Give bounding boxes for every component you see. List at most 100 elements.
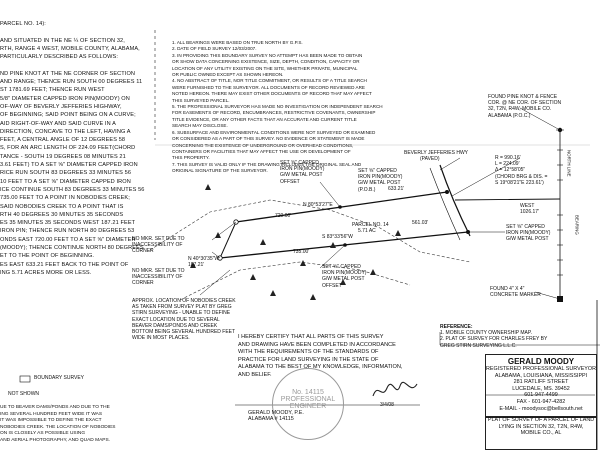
certification-line: AND BELIEF. (238, 371, 272, 378)
description-line: 5/8" DIAMETER CAPPED IRON PIN(MOODY) ON (0, 95, 130, 102)
label-line: 187.21' (188, 262, 205, 269)
note-line: 5. THE PROFESSIONAL SURVEYOR HAS MADE NO… (172, 104, 383, 110)
creek-tie-line (219, 221, 237, 259)
label-line: G/W METAL POST (358, 180, 401, 187)
west-line (454, 198, 561, 201)
description-line: ICE CONTINUE SOUTH 83 DEGREES 33 MINUTES… (0, 186, 145, 193)
legend-label: NOT SHOWN (8, 391, 40, 397)
note-line: THIS PROPERTY. (172, 155, 210, 161)
references-title: REFERENCE: (440, 324, 473, 330)
survey-notes: 1. ALL BEARINGS WERE BASED ON TRUE NORTH… (172, 40, 383, 175)
description-line: S, FOR AN ARC LENGTH OF 224.09 FEET(CHOR… (0, 145, 136, 152)
creek-note: APPROX. LOCATION OF NOBODIES CREEK AS TA… (132, 298, 236, 341)
certification-line: WITH THE REQUIREMENTS OF THE STANDARDS O… (238, 349, 379, 356)
section-line-label-2: BEARING (574, 215, 580, 235)
label-line: AS TAKEN FROM SURVEY PLAT BY GREG (132, 304, 232, 311)
title-block: GERALD MOODY REGISTERED PROFESSIONAL SUR… (485, 354, 597, 418)
label-line: BOTTOM BEING SEVERAL HUNDRED FEET (132, 329, 236, 336)
label-line: STIRN SURVEYING - UNABLE TO DEFINE (132, 310, 231, 317)
legend-label: BOUNDARY SURVEY (34, 375, 85, 381)
label-line: 561.03' (412, 220, 429, 226)
plat-line: LYING IN SECTION 32, T2N, R4W, (498, 423, 584, 430)
legend-note: UE TO BEAVER DAMS/PONDS AND DUE TO THE I… (0, 405, 116, 445)
description-line: FEET, A CENTRAL ANGLE OF 12 DEGREES 58 (0, 137, 126, 144)
label-line: OFFSET (280, 178, 300, 185)
label-line: 32, T2N, R4W, MOBILE CO. (488, 106, 552, 113)
surveyor-certification: I HEREBY CERTIFY THAT ALL PARTS OF THIS … (238, 334, 402, 380)
set-pin-right-label: SET ⅝" CAPPED IRON PIN(MOODY) G/W METAL … (506, 224, 550, 243)
engineer-seal: No. 14115 PROFESSIONAL ENGINEER (272, 368, 344, 440)
label-line: G/W METAL POST (322, 276, 365, 283)
label-line: G/W METAL POST (280, 172, 323, 179)
description-line: RTH 40 DEGREES 30 MINUTES 35 SECONDS (0, 211, 124, 218)
reference-line: GREG STIRN SURVEYING L.L.C. (440, 342, 517, 349)
description-line: ES EAST 633.21 FEET BACK TO THE POINT OF (0, 261, 129, 268)
label-line: NORTH LINE (566, 150, 572, 177)
description-line: 3.61 FEET) TO A SET ⅝" DIAMETER CAPPED I… (0, 162, 138, 169)
title-line: E-MAIL - moodysoc@bellsouth.net (499, 405, 583, 412)
label-line: WIDE IN MOST PLACES. (132, 335, 190, 342)
legal-description: PARCEL NO. 14): AND SITUATED IN THE NE ¼… (0, 20, 150, 277)
label-line: 3/4/08 (380, 402, 394, 408)
legend-line: ING SEVERAL HUNDRED FEET WIDE IT WAS (0, 411, 103, 417)
label-line: OFFSET (322, 282, 342, 289)
label-line: COR. @ NE COR. OF SECTION (488, 100, 562, 107)
label-line: BEARING (574, 215, 580, 235)
note-line: OR CONSIDERED AS A PART OF THIS SURVEY. … (172, 136, 365, 142)
description-line: AND SITUATED IN THE NE ¼ OF SECTION 32, (0, 37, 125, 44)
note-line: OR SHOW DATA CONCERNING EXISTENCE, SIZE,… (172, 59, 360, 65)
description-line: RTH, RANGE 4 WEST, MOBILE COUNTY, ALABAM… (0, 45, 140, 52)
parcel-label: PARCEL NO. 14 5.71 AC (352, 222, 389, 234)
description-line: ONDS EAST 720.00 FEET TO A SET ⅝" DIAMET… (0, 236, 136, 243)
description-line: ST 1781.69 FEET; THENCE RUN WEST (0, 87, 105, 94)
description-line: ING 5.71 ACRES MORE OR LESS. (0, 269, 92, 276)
label-line: NO MKR. SET DUE TO (132, 236, 185, 242)
description-line: SAID NOBODIES CREEK TO A POINT THAT IS (0, 203, 124, 210)
note-line: ORIGINAL SIGNATURE OF THE SURVEYOR. (172, 168, 268, 174)
set-pin-bottom-label: SET ⅝" CAPPED IRON PIN(MOODY) G/W METAL … (322, 264, 366, 289)
title-line: FAX - 601-947-4282 (516, 398, 566, 405)
distance-735-label: 735.00' (293, 249, 309, 255)
certification-line: ALABAMA TO THE BEST OF MY KNOWLEDGE, INF… (238, 364, 403, 371)
certification-line: I HEREBY CERTIFY THAT ALL PARTS OF THIS … (238, 334, 384, 340)
label-line: IRON PIN(MOODY) (506, 230, 551, 237)
label-line: EXACT LOCATION DUE TO SEVERAL (132, 316, 220, 323)
certification-line: PRACTICE FOR LAND SURVEYING IN THE STATE… (238, 356, 379, 363)
label-line: N 80°53'27"E (303, 202, 333, 208)
note-line: CONTAINERS OR FACILITIES THAT MAY AFFECT… (172, 148, 351, 154)
plat-line: PLAT OF SURVEY OF A PARCEL OF LAND (487, 417, 595, 423)
signer-name: GERALD MOODY, P.E. (248, 410, 304, 416)
title-line: 281 RATLIFF STREET (513, 379, 569, 386)
description-line: IRON PIN; THENCE RUN NORTH 80 DEGREES 53 (0, 228, 135, 235)
label-line: R = 990.16' (495, 155, 521, 161)
west-label: WEST 1026.17' (520, 203, 539, 215)
no-marker-top-label: NO MKR. SET DUE TO INACCESSIBILITY OF CO… (132, 236, 185, 255)
description-line: ND PINE KNOT AT THE NE CORNER OF SECTION (0, 70, 136, 77)
label-line: SET ⅝" CAPPED (506, 224, 545, 230)
label-line: SET ⅝" CAPPED (358, 168, 397, 174)
label-line: L = 224.09' (495, 161, 520, 168)
description-line: ES 35 MINUTES 35 SECONDS WEST 187.21 FEE… (0, 220, 136, 227)
description-line: RICE RUN SOUTH 83 DEGREES 33 MINUTES 56 (0, 170, 132, 177)
label-line: FOUND 4" X 4" (490, 286, 525, 292)
label-line: PARCEL NO. 14 (352, 222, 389, 228)
description-line: AID RIGHT-OF-WAY AND SAID CURVE IN A (0, 120, 116, 127)
signer-block: GERALD MOODY, P.E. ALABAMA # 14115 (248, 410, 304, 422)
label-line: IRON PIN(MOODY) (280, 166, 325, 173)
description-line: OF BEGINNING; SAID POINT BEING ON A CURV… (0, 112, 136, 119)
label-line: S 19°08'21"E 223.61') (495, 179, 544, 186)
surveyor-name: GERALD MOODY (507, 357, 575, 366)
signature-date: 3/4/08 (380, 402, 394, 408)
description-line: AND RANGE; THENCE RUN SOUTH 00 DEGREES 1… (0, 79, 143, 86)
description-line: ET TO THE POINT OF BEGINNING. (0, 253, 95, 260)
title-line: REGISTERED PROFESSIONAL SURVEYOR (486, 366, 596, 372)
references: REFERENCE: 1. MOBILE COUNTY OWNERSHIP MA… (440, 324, 547, 349)
label-line: N 40°30'35"W (188, 256, 220, 262)
distance-720-label: 720.00' (275, 213, 291, 219)
label-line: 735.00' (293, 249, 310, 255)
legend-line: UE TO BEAVER DAMS/PONDS AND DUE TO THE (0, 405, 110, 410)
note-line: LOCATION OF ANY UTILITY EXISTING ON THE … (172, 65, 358, 71)
set-pin-pob-label: SET ⅝" CAPPED IRON PIN(MOODY) G/W METAL … (358, 168, 402, 193)
label-line: WEST (520, 203, 535, 209)
label-line: Δ = 12°58'05" (495, 167, 526, 174)
